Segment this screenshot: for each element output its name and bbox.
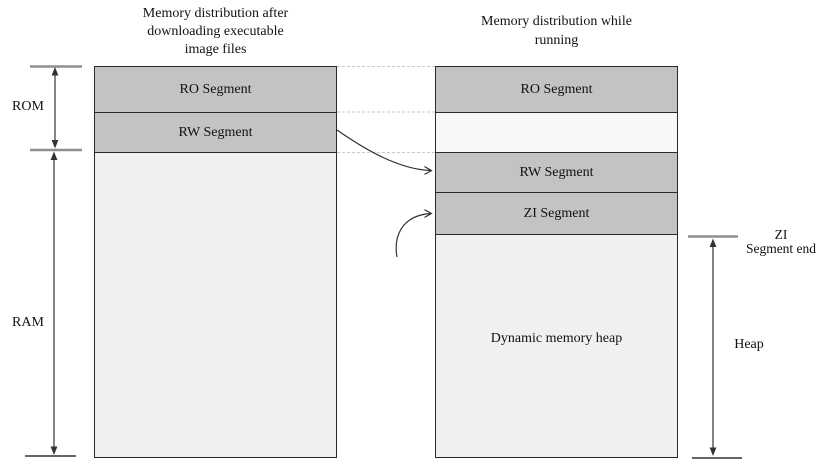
left-ram-empty-region bbox=[94, 152, 337, 458]
ram-range-arrow-icon bbox=[25, 151, 76, 457]
right-ro-segment-label: RO Segment bbox=[520, 81, 593, 97]
ram-label: RAM bbox=[12, 315, 44, 330]
title-line: image files bbox=[184, 42, 247, 57]
zi-segment-end-line: Segment end bbox=[745, 240, 817, 256]
left-ro-segment: RO Segment bbox=[94, 66, 337, 113]
right-column-title: Memory distribution while running bbox=[435, 12, 678, 50]
dynamic-memory-heap-label: Dynamic memory heap bbox=[490, 331, 623, 346]
title-line: running bbox=[534, 33, 579, 48]
dynamic-memory-heap-region: Dynamic memory heap bbox=[435, 234, 678, 458]
right-zi-segment-label: ZI Segment bbox=[523, 205, 590, 221]
heap-extent-label: Heap bbox=[734, 337, 764, 352]
rom-label: ROM bbox=[12, 99, 44, 114]
title-line: Memory distribution after bbox=[142, 6, 289, 21]
right-rw-segment: RW Segment bbox=[435, 152, 678, 193]
zi-relocation-arrow-icon bbox=[395, 209, 433, 258]
title-line: Memory distribution while bbox=[481, 14, 632, 29]
left-ro-segment-label: RO Segment bbox=[179, 81, 252, 97]
left-rw-segment: RW Segment bbox=[94, 112, 337, 153]
left-rw-segment-label: RW Segment bbox=[178, 124, 253, 140]
right-ro-segment: RO Segment bbox=[435, 66, 678, 113]
title-line: downloading executable bbox=[147, 24, 284, 39]
right-rw-segment-label: RW Segment bbox=[519, 164, 594, 180]
left-column-title: Memory distribution after downloading ex… bbox=[94, 5, 337, 59]
zi-segment-end-label: ZI Segment end bbox=[733, 228, 829, 255]
zi-segment-end-line: ZI bbox=[774, 227, 788, 242]
right-unused-gap-region bbox=[435, 112, 678, 153]
rw-relocation-arrow-icon bbox=[336, 129, 433, 175]
right-zi-segment: ZI Segment bbox=[435, 192, 678, 235]
